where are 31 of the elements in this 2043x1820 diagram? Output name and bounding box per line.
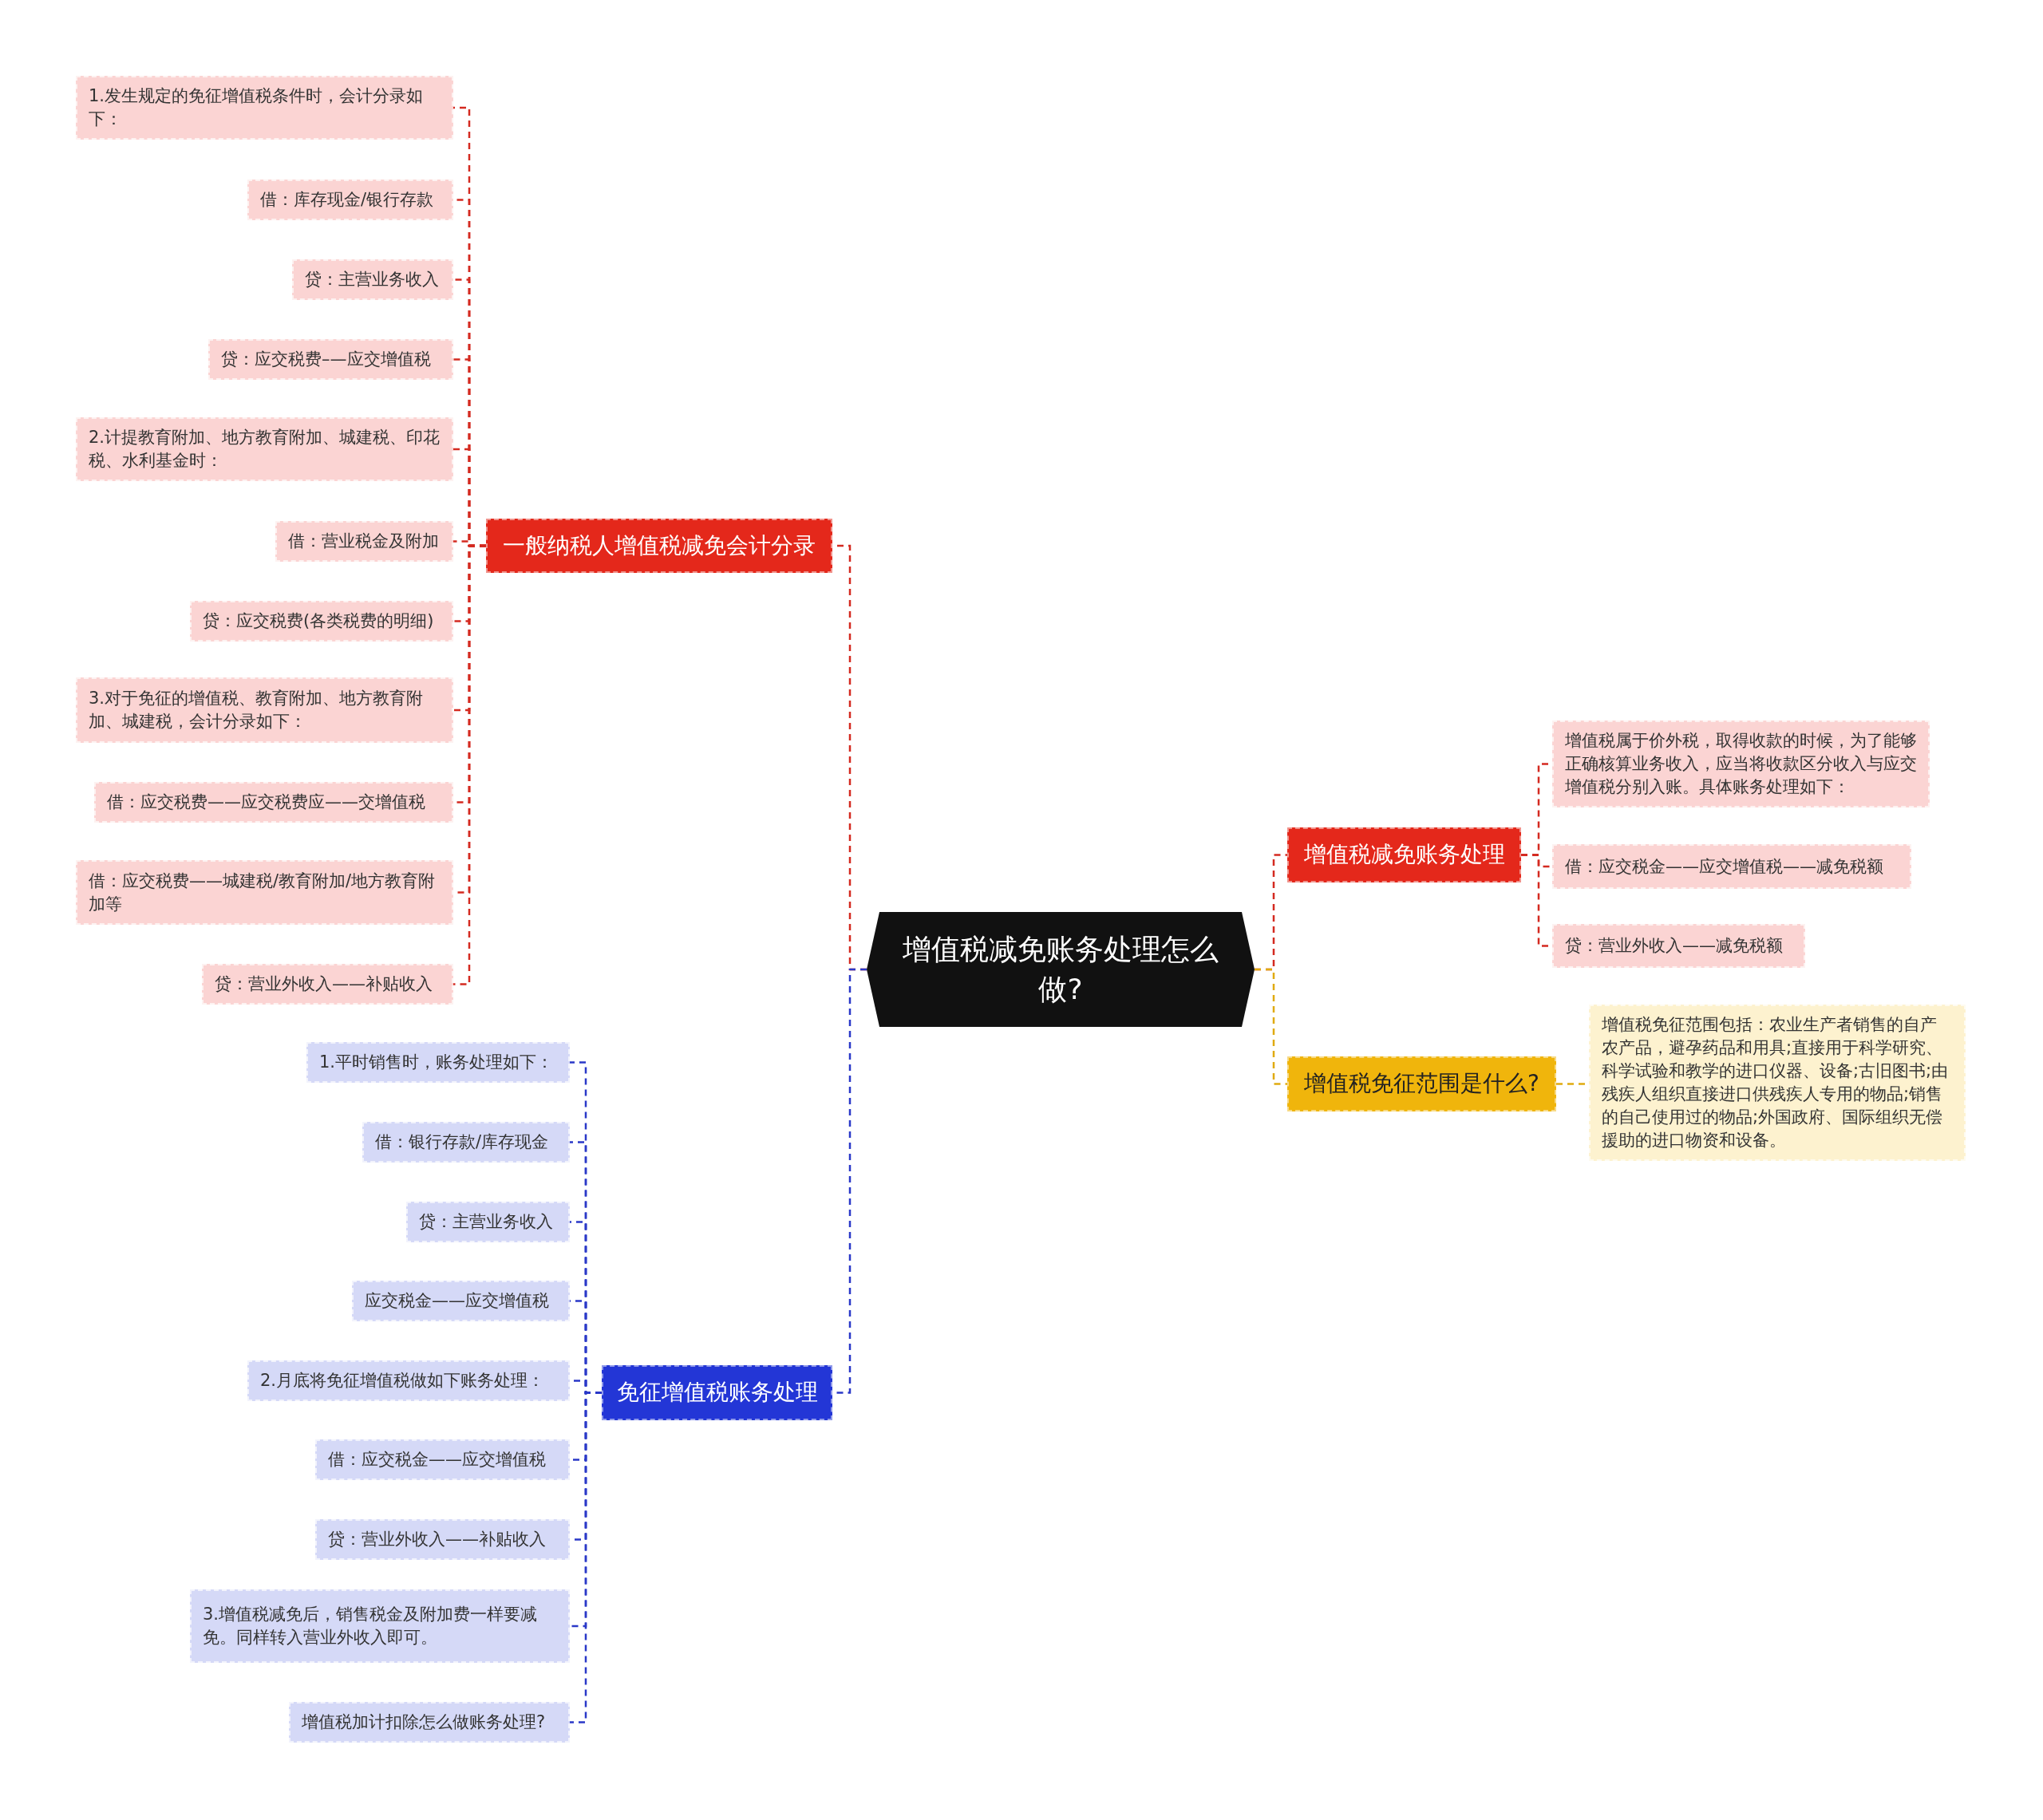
subtopic-box: 贷：主营业务收入 [292,259,453,300]
subtopic-box: 增值税属于价外税，取得收款的时候，为了能够正确核算业务收入，应当将收款区分收入与应交增值税分别入账。具体账务处理如下： [1552,720,1930,807]
subtopic-box: 借：营业税金及附加 [275,521,453,562]
topic-box: 增值税免征范围是什么? [1287,1056,1556,1111]
connector [570,1392,602,1723]
subtopic-box: 2.月底将免征增值税做如下账务处理： [247,1360,570,1401]
subtopic-box: 1.平时销售时，账务处理如下： [306,1042,570,1083]
central-topic: 增值税减免账务处理怎么做? [867,912,1255,1027]
subtopic-box: 贷：营业外收入——减免税额 [1552,924,1805,968]
subtopic-box: 借：应交税费——应交税费应——交增值税 [94,782,453,823]
subtopic-box: 贷：应交税费–—应交增值税 [208,339,453,380]
subtopic-box: 应交税金——应交增值税 [352,1281,570,1321]
subtopic-box: 借：银行存款/库存现金 [362,1122,570,1163]
topic-box: 一般纳税人增值税减免会计分录 [486,519,832,573]
connector [1255,968,1287,1085]
subtopic-box: 借：应交税费——城建税/教育附加/地方教育附加等 [76,860,453,925]
subtopic-box: 借：应交税金——应交增值税 [315,1439,570,1480]
subtopic-box: 2.计提教育附加、地方教育附加、城建税、印花税、水利基金时： [76,417,453,481]
subtopic-box: 借：应交税金——应交增值税——减免税额 [1552,844,1911,889]
subtopic-box: 贷：营业外收入——补贴收入 [315,1519,570,1560]
subtopic-box: 借：库存现金/银行存款 [247,180,453,220]
subtopic-box: 贷：营业外收入——补贴收入 [202,964,453,1005]
subtopic-box: 贷：应交税费(各类税费的明细) [190,601,453,642]
topic-box: 增值税减免账务处理 [1287,827,1521,882]
subtopic-box: 增值税加计扣除怎么做账务处理? [289,1702,570,1743]
subtopic-box: 3.对于免征的增值税、教育附加、地方教育附加、城建税，会计分录如下： [76,677,453,743]
subtopic-box: 贷：主营业务收入 [406,1202,570,1242]
subtopic-box: 1.发生规定的免征增值税条件时，会计分录如下： [76,76,453,140]
topic-box: 免征增值税账务处理 [602,1365,832,1420]
subtopic-box: 增值税免征范围包括：农业生产者销售的自产农产品，避孕药品和用具;直接用于科学研究、科学试验和教学的进口仪器、设备;古旧图书;由残疾人组织直接进口供残疾人专用的物品;销售的自己使用过的物品;外国政府、国际组织无偿援助的进口物资和设备。 [1589,1005,1966,1161]
subtopic-box: 3.增值税减免后，销售税金及附加费一样要减免。同样转入营业外收入即可。 [190,1589,570,1663]
